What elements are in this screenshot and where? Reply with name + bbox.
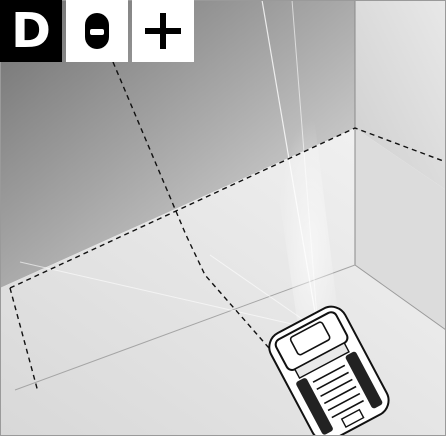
mode-badge: D [0, 0, 62, 62]
laser-beam-ray [19, 261, 319, 331]
laser-level-device [268, 305, 390, 436]
laser-beam-ray [291, 0, 319, 331]
floor-corner-plane [355, 128, 446, 330]
horizontal-laser-line [9, 127, 446, 289]
laser-beam-ray [261, 0, 319, 331]
vertical-laser-line [112, 61, 291, 373]
lock-badge [66, 0, 128, 62]
plus-icon [145, 13, 181, 49]
mode-badge-letter: D [11, 3, 51, 59]
floor-edge-right [354, 264, 446, 331]
laser-beam-ray [209, 254, 319, 331]
right-wall [355, 0, 446, 190]
plus-badge [132, 0, 194, 62]
laser-beam-glow [250, 0, 340, 340]
lock-icon [85, 13, 109, 49]
